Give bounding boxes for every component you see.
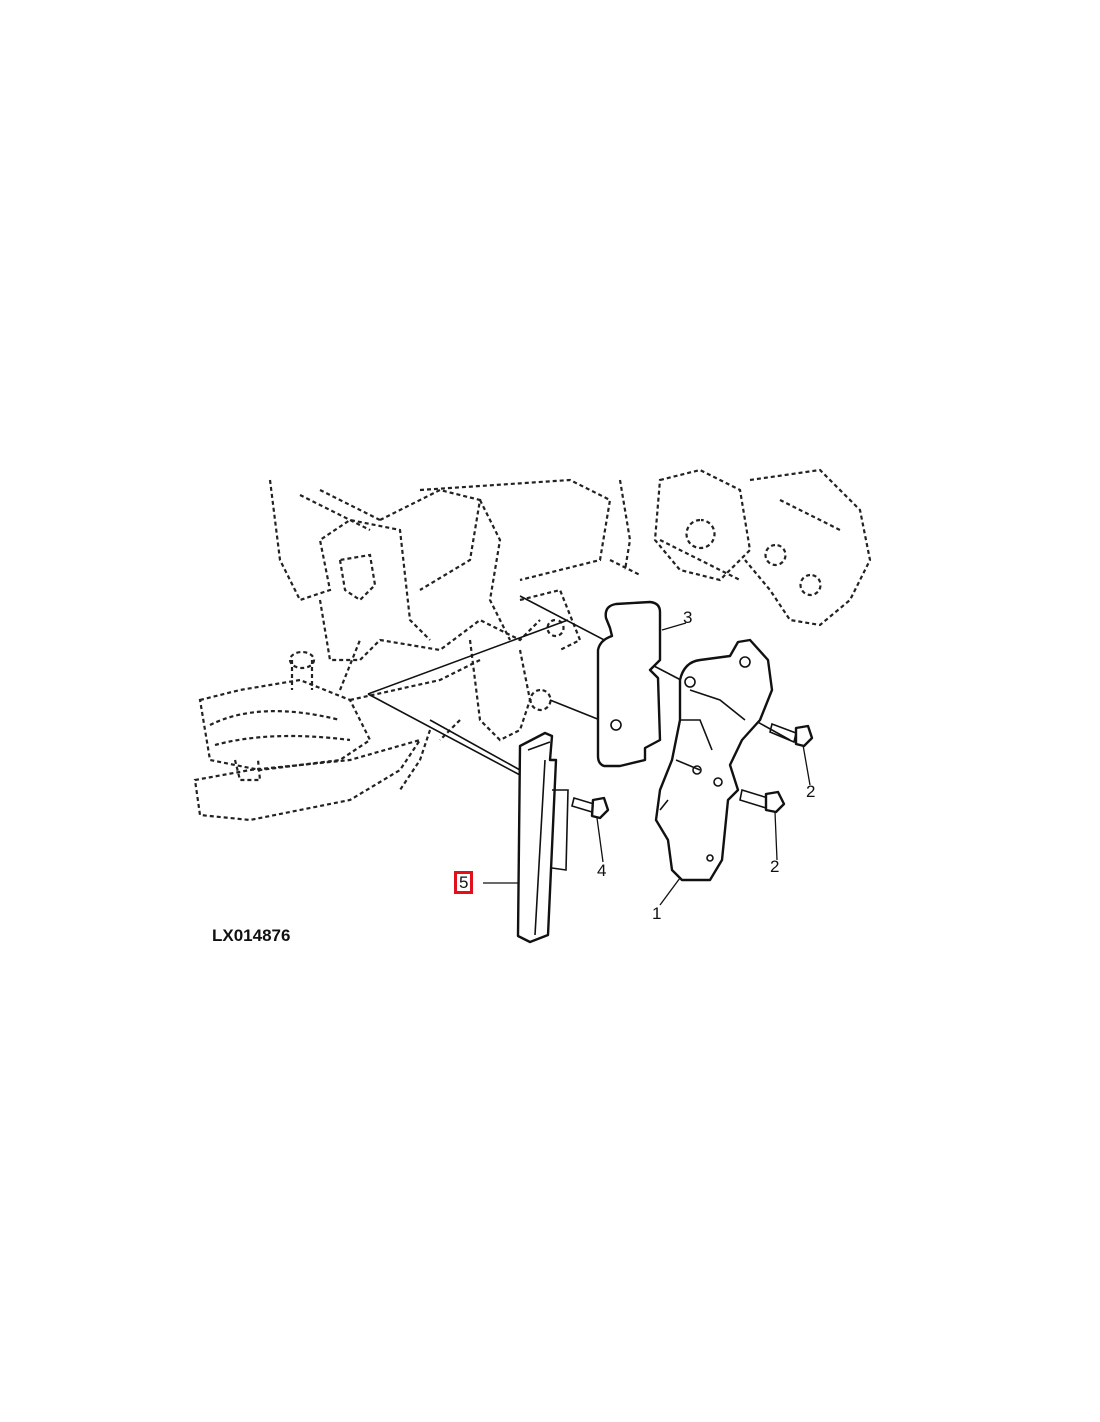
callout-part-5-highlighted[interactable]: 5 <box>454 871 474 894</box>
part-4-bolt <box>571 796 610 820</box>
part-5-angle-strip <box>516 731 558 944</box>
tractor-frame-outline <box>193 468 872 822</box>
leader-lines <box>483 622 811 906</box>
callout-part-3: 3 <box>683 608 693 627</box>
callout-part-2-lower: 2 <box>770 857 780 876</box>
part-3-plate <box>596 600 662 768</box>
callout-part-1: 1 <box>652 904 662 923</box>
part-2-bolt-lower <box>739 788 786 814</box>
part-2-bolt-upper <box>769 722 814 748</box>
figure-id: LX014876 <box>212 926 291 945</box>
part-1-bracket <box>654 638 774 882</box>
callout-part-4: 4 <box>597 861 607 880</box>
callout-part-2-upper: 2 <box>806 782 816 801</box>
plate-hole <box>610 719 622 731</box>
